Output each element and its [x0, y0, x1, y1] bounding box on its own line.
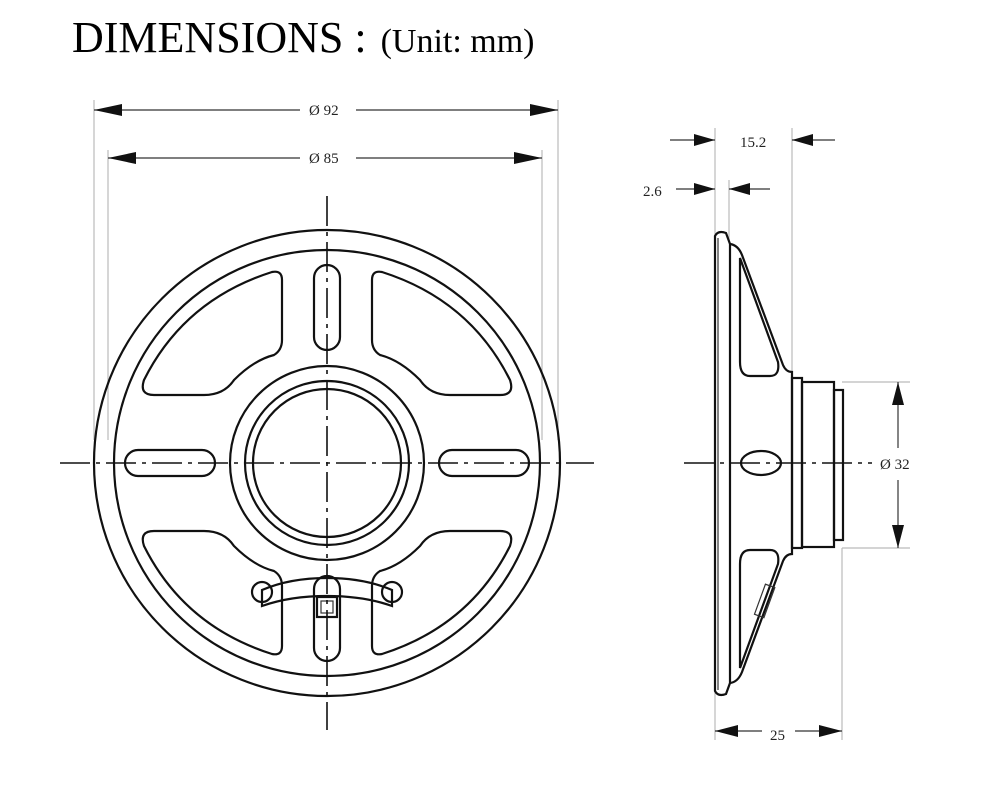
rim-thickness-label: 2.6 [643, 184, 662, 200]
front-view: Ø 92 Ø 85 [60, 100, 594, 730]
title-unit: (Unit: mm) [380, 23, 535, 60]
magnet-diameter-label: Ø 32 [880, 457, 910, 473]
page-title: DIMENSIONS : (Unit: mm) [72, 12, 535, 63]
title-heading: DIMENSIONS : [72, 13, 367, 62]
outer-diameter-label: Ø 92 [309, 103, 339, 119]
inner-diameter-label: Ø 85 [309, 151, 339, 167]
total-depth-label: 25 [770, 728, 785, 744]
depth-front-label: 15.2 [740, 135, 766, 151]
side-view: 15.2 2.6 Ø 32 25 [643, 128, 910, 744]
terminal-bracket [260, 576, 394, 608]
